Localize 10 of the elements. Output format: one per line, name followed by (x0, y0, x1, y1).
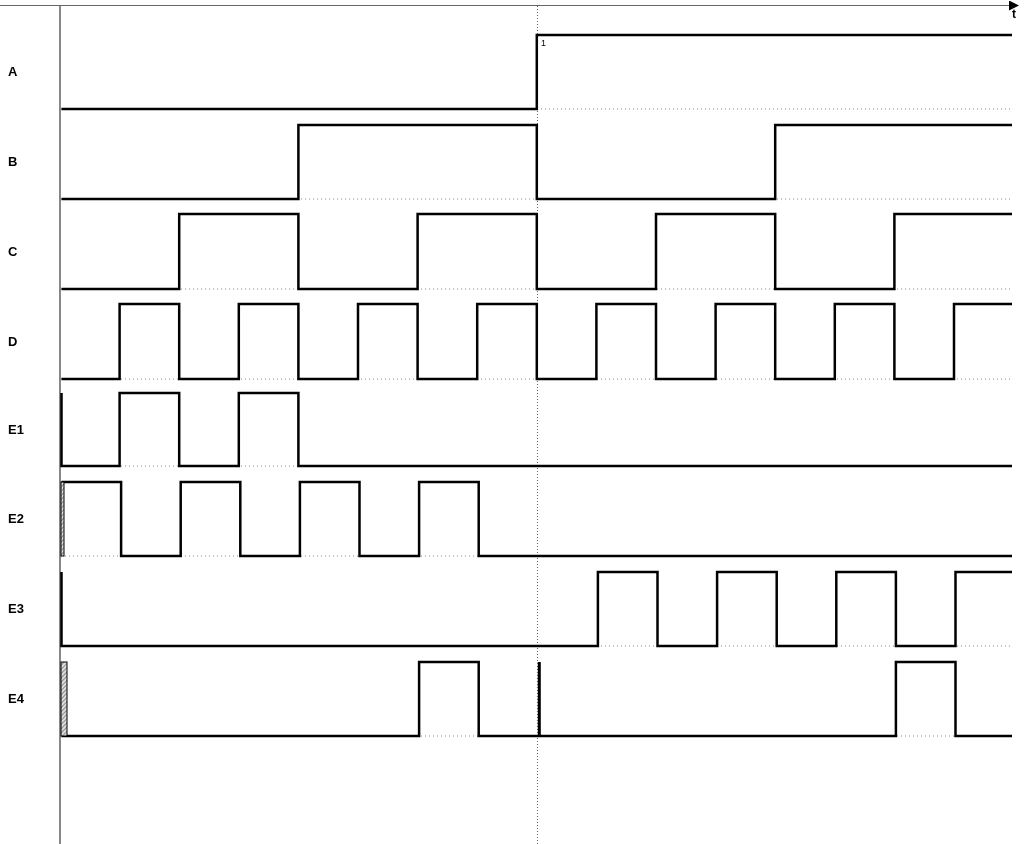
signal-label: C (8, 244, 18, 258)
signal-label: E1 (8, 422, 24, 436)
axis-label: t (1012, 8, 1016, 20)
signal-label: D (8, 334, 18, 348)
marker-number: 1 (541, 39, 546, 48)
signal-label: B (8, 155, 18, 168)
signal-label: E4 (8, 692, 24, 705)
signal-label: A (8, 65, 18, 78)
signal-label: E2 (8, 512, 24, 525)
signal-label: E3 (8, 602, 24, 615)
